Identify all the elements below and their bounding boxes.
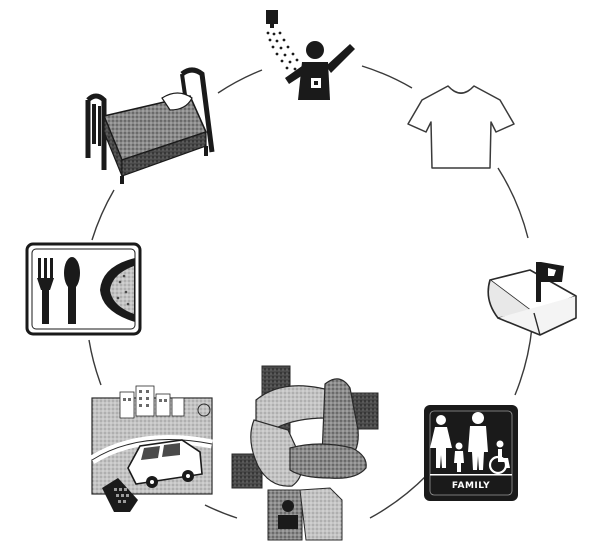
connector-van-dining	[88, 339, 102, 386]
connector-shower-shirt	[361, 65, 413, 89]
joined-hands-icon	[231, 365, 379, 541]
family-restroom-sign-icon: FAMILY	[424, 405, 518, 501]
bed-icon	[85, 67, 215, 184]
connector-bed-shower	[217, 69, 263, 94]
connector-shirt-mailbox	[497, 167, 529, 239]
connector-family-hands	[369, 474, 428, 519]
connector-mailbox-family	[514, 326, 533, 396]
shower-icon	[266, 10, 355, 100]
connector-hands-van	[204, 504, 238, 519]
mailbox-icon	[487, 262, 577, 336]
connector-dining-bed	[91, 189, 115, 241]
dining-icon	[25, 242, 142, 336]
city-van-icon	[89, 385, 213, 512]
family-sign-label: FAMILY	[452, 481, 490, 491]
shirt-icon	[407, 85, 515, 169]
